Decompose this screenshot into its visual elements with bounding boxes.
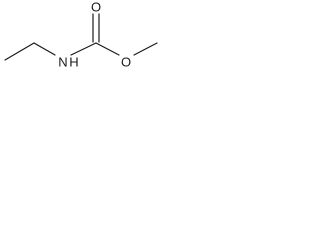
ester-oxygen-label: O bbox=[121, 55, 131, 70]
bond-ester-o-methyl bbox=[133, 42, 158, 56]
hydrogen-label: H bbox=[69, 55, 78, 70]
bond-ch2-n bbox=[33, 42, 56, 56]
structure-diagram: N H O O bbox=[4, 0, 158, 70]
nitrogen-label: N bbox=[58, 55, 67, 70]
bond-n-carbonyl-c bbox=[70, 42, 97, 56]
bond-carbonyl-c-ester-o bbox=[95, 42, 120, 56]
carbonyl-oxygen-label: O bbox=[91, 0, 101, 15]
bond-ch3-ch2 bbox=[4, 42, 35, 61]
